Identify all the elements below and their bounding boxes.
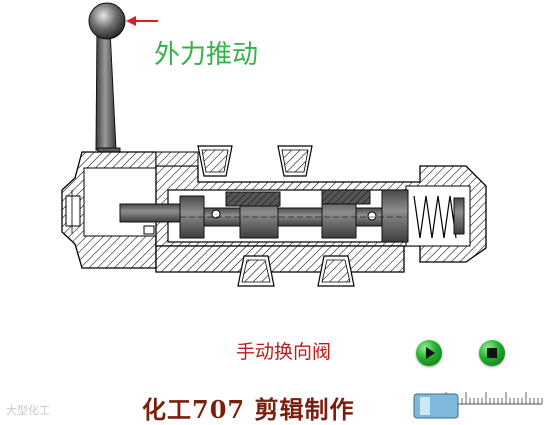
play-icon	[426, 347, 435, 359]
push-arrow	[126, 16, 158, 26]
return-spring	[413, 195, 465, 239]
valve-name: 手动换向阀	[236, 341, 332, 363]
spool	[179, 189, 409, 243]
port-top-2	[277, 145, 313, 177]
port-bottom-2	[317, 255, 355, 287]
port-top-1	[197, 145, 233, 177]
stop-icon	[487, 348, 497, 358]
port-bottom-1	[237, 255, 275, 287]
stop-button[interactable]	[479, 340, 505, 366]
play-button[interactable]	[416, 340, 442, 366]
progress-slider[interactable]	[413, 392, 543, 419]
push-label: 外力推动	[154, 40, 259, 70]
left-end-cap	[61, 151, 157, 269]
credit-text: 化工707 剪辑制作	[142, 395, 355, 424]
watermark: 大型化工	[6, 404, 50, 417]
